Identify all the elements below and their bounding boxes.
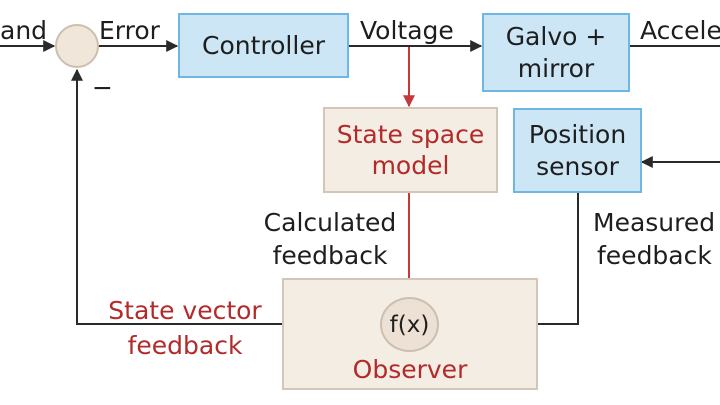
ssm-label-line1: State space	[336, 119, 485, 149]
position-sensor-block: Position sensor	[513, 108, 642, 193]
observer-label: Observer	[352, 355, 468, 384]
state-vector-feedback-label: State vector feedback	[95, 293, 275, 363]
fx-node: f(x)	[380, 297, 439, 352]
calc-line2: feedback	[272, 240, 388, 270]
meas-line1: Measured	[593, 208, 716, 237]
summing-junction	[55, 24, 99, 68]
sv-line1: State vector	[108, 296, 262, 325]
observer-block	[282, 278, 538, 390]
error-label: Error	[99, 16, 160, 45]
command-label: and	[0, 16, 48, 45]
ssm-label-line2: model	[371, 151, 450, 180]
meas-line2: feedback	[597, 240, 712, 270]
controller-block: Controller	[178, 13, 349, 78]
controller-label: Controller	[202, 30, 325, 60]
acceleration-label: Accele	[640, 16, 720, 45]
pos-label-line2: sensor	[536, 151, 619, 181]
state-space-model-block: State space model	[323, 107, 498, 193]
galvo-label-line2: mirror	[517, 53, 595, 83]
pos-label-line1: Position	[528, 120, 627, 150]
measured-feedback-label: Measured feedback	[593, 207, 715, 272]
sv-line2: feedback	[127, 331, 243, 360]
calc-line1: Calculated	[263, 208, 397, 237]
minus-sign: −	[92, 73, 113, 102]
calculated-feedback-label: Calculated feedback	[250, 207, 410, 272]
galvo-mirror-block: Galvo + mirror	[482, 13, 630, 92]
fx-label: f(x)	[389, 311, 430, 338]
galvo-label-line1: Galvo +	[505, 22, 607, 52]
voltage-label: Voltage	[360, 16, 454, 45]
state-vector-line	[71, 68, 380, 325]
